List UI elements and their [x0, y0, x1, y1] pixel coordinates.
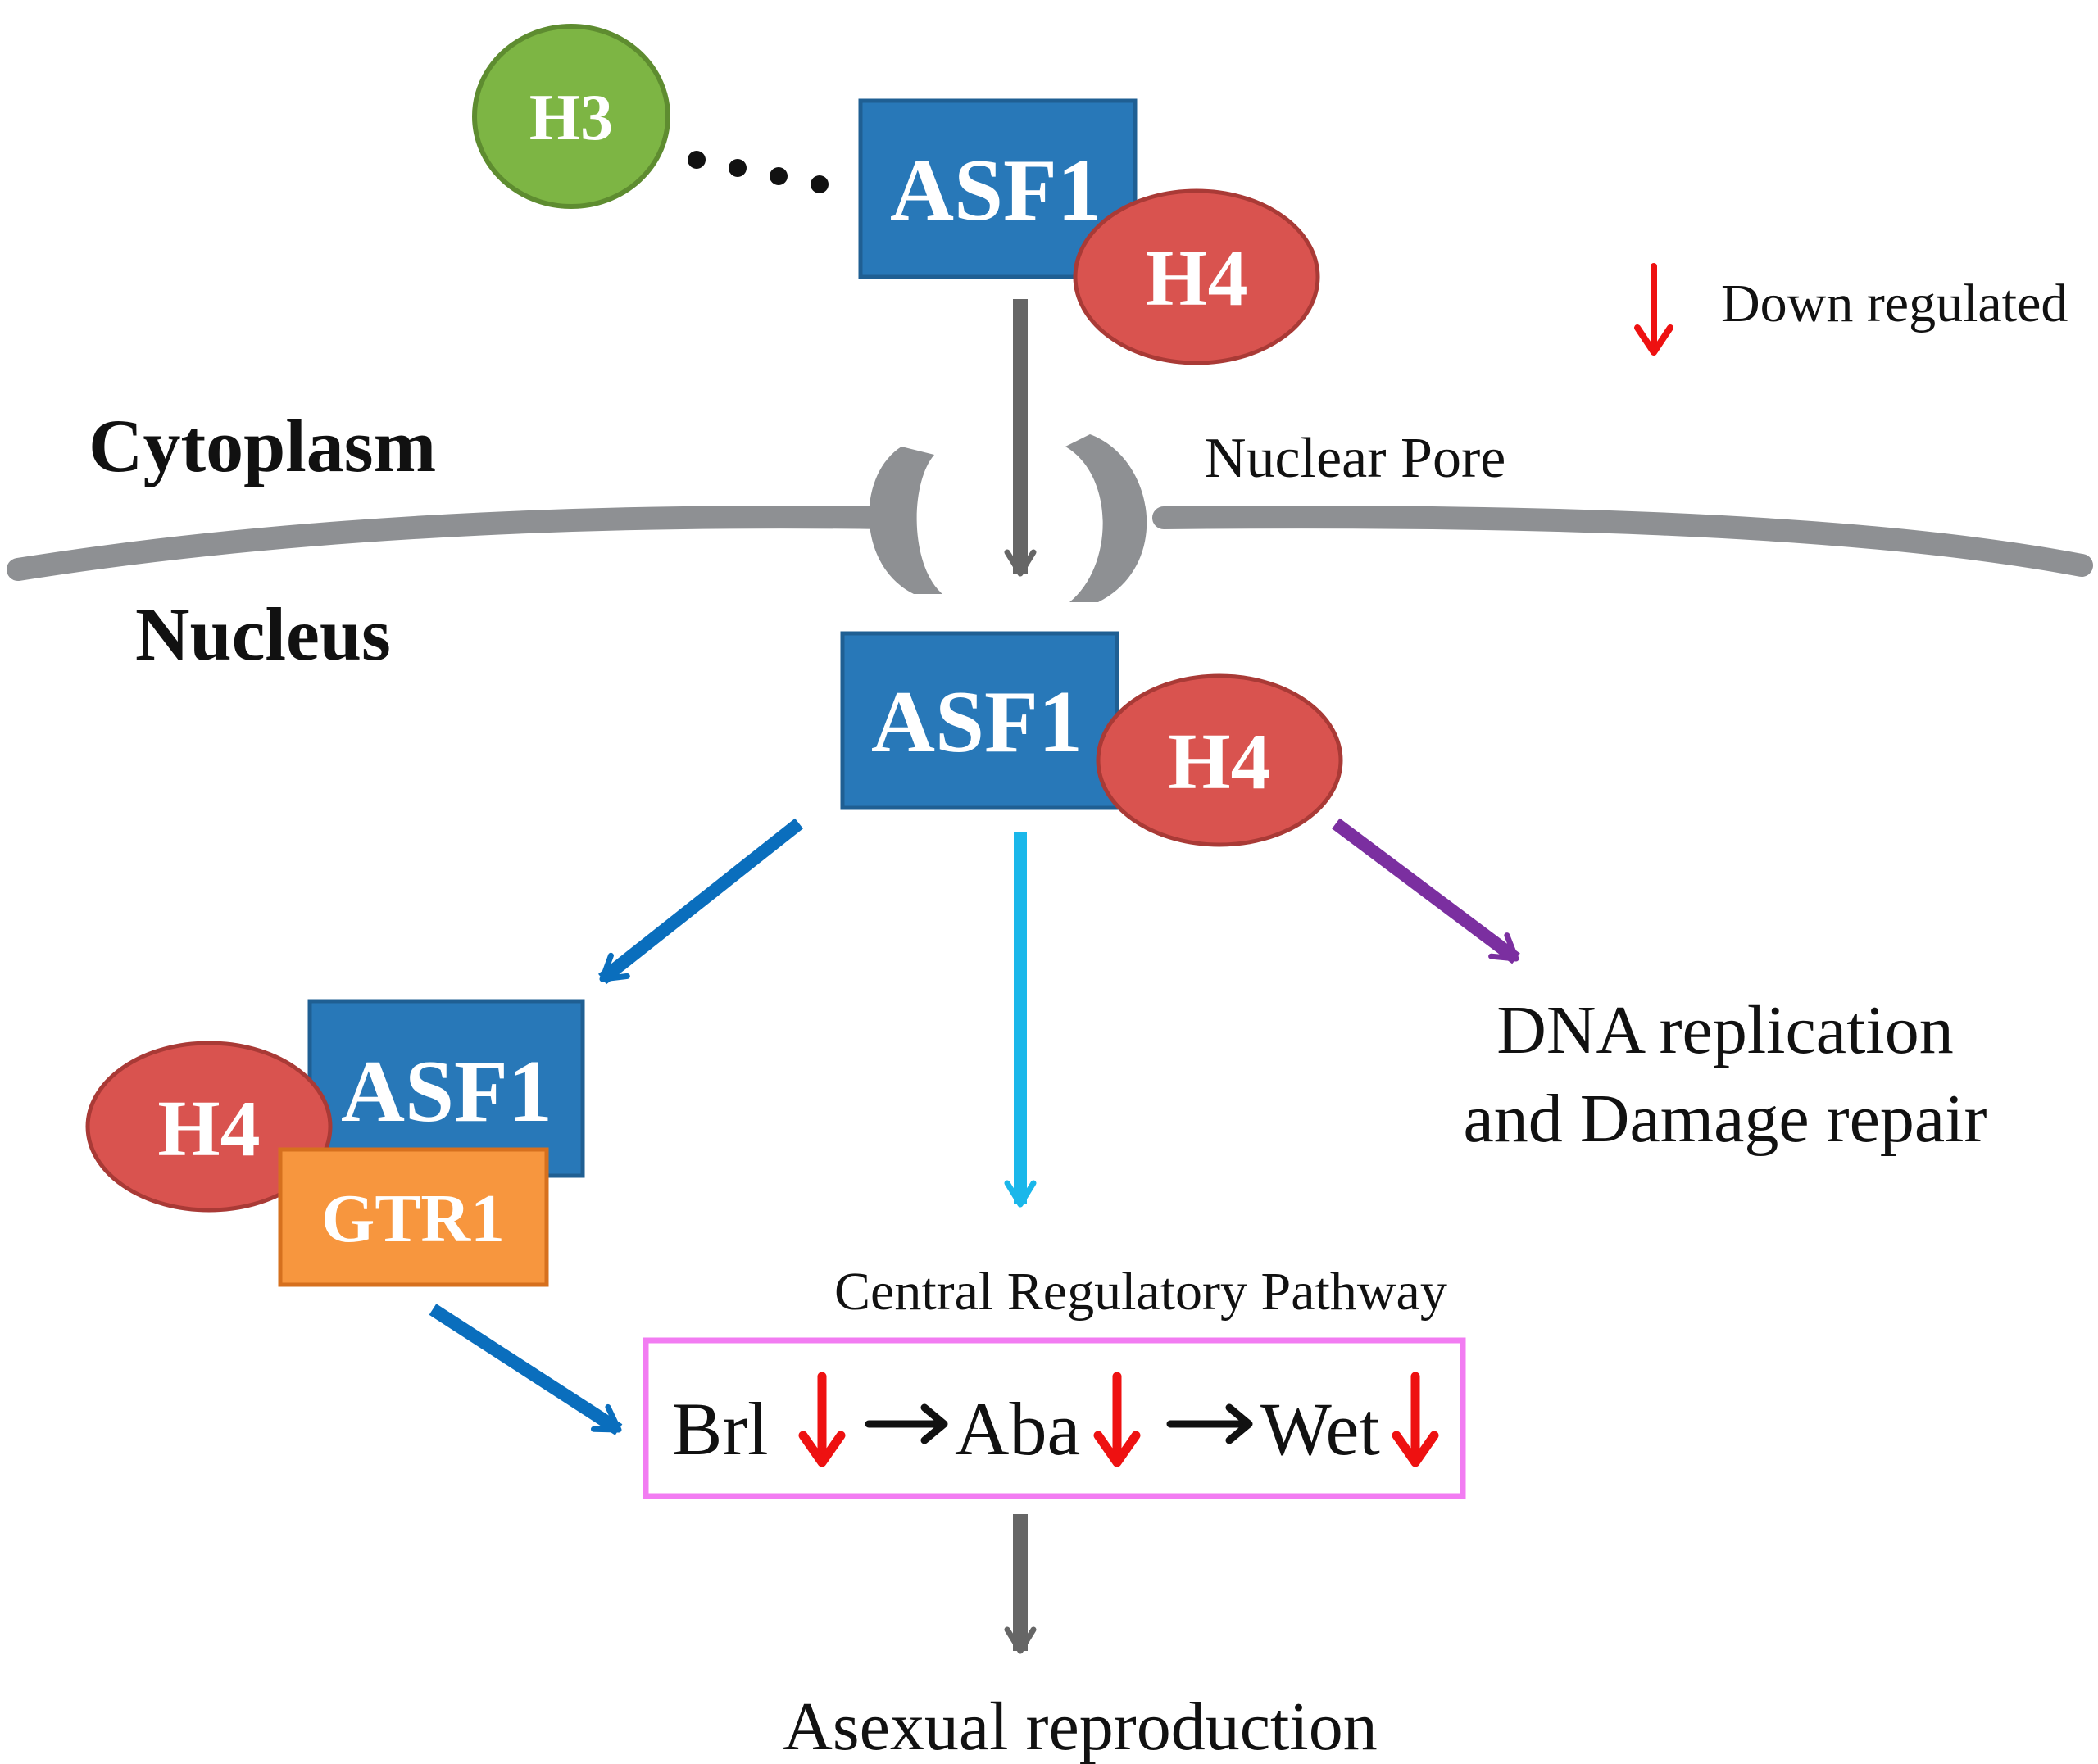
h3-label: H3	[529, 82, 613, 154]
arrow-to-dna-repair	[1332, 818, 1520, 964]
gene-brl: Brl	[672, 1387, 769, 1471]
nuclear-membrane	[7, 506, 2093, 581]
pathway-title: Central Regulatory Pathway	[834, 1262, 1447, 1322]
asf1-left-label: ASF1	[341, 1043, 552, 1140]
wet-down-arrow-icon	[1392, 1372, 1439, 1467]
aba-down-arrow-icon	[1093, 1372, 1141, 1467]
nuclear-pore-label: Nuclear Pore	[1205, 427, 1505, 490]
gene-aba: Aba	[955, 1387, 1080, 1471]
h3-asf1-dots	[688, 151, 829, 193]
aba-to-wet-arrow-icon	[1166, 1403, 1253, 1444]
h4-mid-label: H4	[1168, 718, 1270, 806]
brl-to-aba-arrow-icon	[865, 1403, 948, 1444]
gene-wet: Wet	[1260, 1387, 1380, 1471]
h4-left-label: H4	[157, 1085, 260, 1173]
arrow-gtr1-to-pathway	[429, 1304, 623, 1435]
asf1-mid-label: ASF1	[871, 673, 1083, 771]
asf1-left-node: ASF1	[307, 999, 585, 1178]
dna-replication-label: DNA replication	[1496, 992, 1954, 1068]
legend-down-label: Down regulated	[1721, 274, 2068, 333]
h4-left-node: H4	[85, 1041, 333, 1213]
pathway-box	[643, 1337, 1466, 1499]
asexual-reproduction-label: Asexual reproduction	[783, 1689, 1377, 1764]
nuclear-pore	[869, 434, 1147, 602]
legend: Down regulated	[1634, 263, 2068, 356]
h4-mid-node: H4	[1096, 673, 1343, 847]
damage-repair-label: and Damage repair	[1464, 1081, 1987, 1157]
gtr1-label: GTR1	[321, 1181, 505, 1257]
cytoplasm-label: Cytoplasm	[89, 404, 436, 487]
gtr1-node: GTR1	[278, 1147, 549, 1287]
h4-top-node: H4	[1073, 188, 1320, 365]
nucleus-label: Nucleus	[135, 592, 391, 676]
arrow-to-gtr1-complex	[598, 818, 803, 985]
asf1-top-node: ASF1	[858, 98, 1138, 279]
asf1-mid-node: ASF1	[840, 631, 1119, 810]
h4-top-label: H4	[1145, 234, 1247, 323]
h3-node: H3	[472, 24, 670, 209]
asf1-top-label: ASF1	[890, 142, 1101, 239]
brl-down-arrow-icon	[798, 1372, 846, 1467]
